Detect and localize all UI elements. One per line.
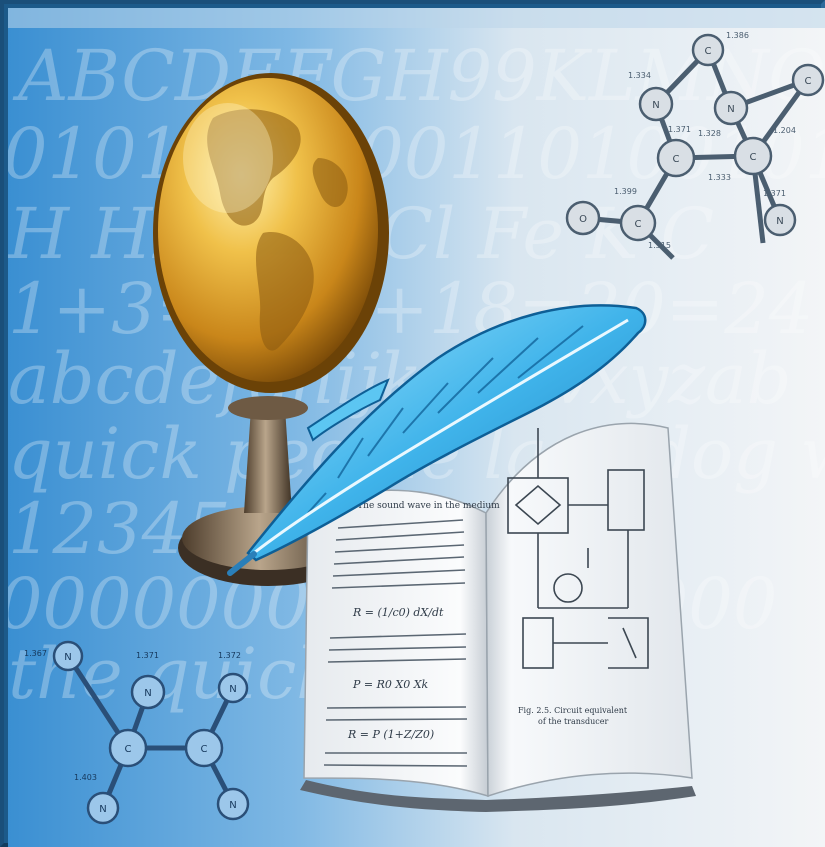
bond-label: 1.371 xyxy=(763,189,786,198)
atom-label: N xyxy=(652,100,659,111)
bond-label: 1.403 xyxy=(74,773,97,782)
open-book: 2.8 The sound wave in the medium R = (1/… xyxy=(300,422,696,812)
atom-label: C xyxy=(201,744,208,755)
bond-label: 1.328 xyxy=(698,129,721,138)
atom-label: C xyxy=(750,152,757,163)
globe xyxy=(153,73,389,586)
globe-highlight xyxy=(183,103,273,213)
atom-label: N xyxy=(727,104,734,115)
atom-label: C xyxy=(125,744,132,755)
illustration: ABCDEFGH99KLMNO 0101010100110100101 H H2… xyxy=(8,8,825,847)
globe-stem xyxy=(244,408,292,513)
bond-label: 1.371 xyxy=(136,651,159,660)
feather-tip xyxy=(227,551,257,576)
illustration-svg: ABCDEFGH99KLMNO 0101010100110100101 H H2… xyxy=(8,8,825,847)
bond-label: 1.315 xyxy=(648,241,671,250)
atom-label: N xyxy=(64,652,71,663)
book-formula: R = (1/c0) dX/dt xyxy=(352,606,444,619)
book-right-page xyxy=(485,422,693,798)
globe-continents xyxy=(207,109,348,351)
script-row: 1+3=4 22+18=20=24 xyxy=(8,268,813,350)
feather-shaft xyxy=(239,318,629,566)
circuit-diagram xyxy=(507,428,649,669)
atom-label: O xyxy=(579,214,587,225)
book-cover-edge xyxy=(300,780,696,812)
molecule-top: N C N C C C O C N 1.334 1.386 1.328 1.37… xyxy=(565,31,825,260)
right-page-caption: Fig. 2.5. Circuit equivalent of the tran… xyxy=(518,706,628,726)
bond-label: 1.334 xyxy=(628,71,651,80)
top-highlight xyxy=(8,8,825,28)
bond-label: 1.204 xyxy=(773,126,796,135)
book-heading: 2.8 The sound wave in the medium xyxy=(340,501,500,511)
script-row: 0101010100110100101 xyxy=(8,113,825,195)
globe-collar xyxy=(228,396,308,420)
atom-label: C xyxy=(635,219,642,230)
atom-label: N xyxy=(776,216,783,227)
atom-label: N xyxy=(99,804,106,815)
feather-barbs xyxy=(307,325,584,514)
atom-label: N xyxy=(229,684,236,695)
book-formula: P = R0 X0 Xk xyxy=(352,678,429,691)
bond-label: 1.399 xyxy=(614,187,637,196)
quill-feather xyxy=(227,304,647,576)
bond-label: 1.386 xyxy=(726,31,749,40)
book-formula: R = P (1+Z/Z0) xyxy=(347,728,434,741)
atom-label: C xyxy=(705,46,712,57)
bond-label: 1.367 xyxy=(24,649,47,658)
atom-label: C xyxy=(673,154,680,165)
script-row: ABCDEFGH99KLMNO xyxy=(12,35,825,117)
atom-label: N xyxy=(144,688,151,699)
figure-caption: of the transducer xyxy=(538,717,609,726)
feather-fluff xyxy=(306,378,390,442)
bond-label: 1.333 xyxy=(708,173,731,182)
atom-label: N xyxy=(229,800,236,811)
left-page-text: 2.8 The sound wave in the medium R = (1/… xyxy=(323,501,500,767)
figure-caption: Fig. 2.5. Circuit equivalent xyxy=(518,706,628,715)
bond-label: 1.372 xyxy=(218,651,241,660)
atom-label: C xyxy=(805,76,812,87)
bond-label: 1.371 xyxy=(668,125,691,134)
molecule-bottom: N N N C C N N 1.367 1.371 1.372 1.403 xyxy=(24,640,250,825)
